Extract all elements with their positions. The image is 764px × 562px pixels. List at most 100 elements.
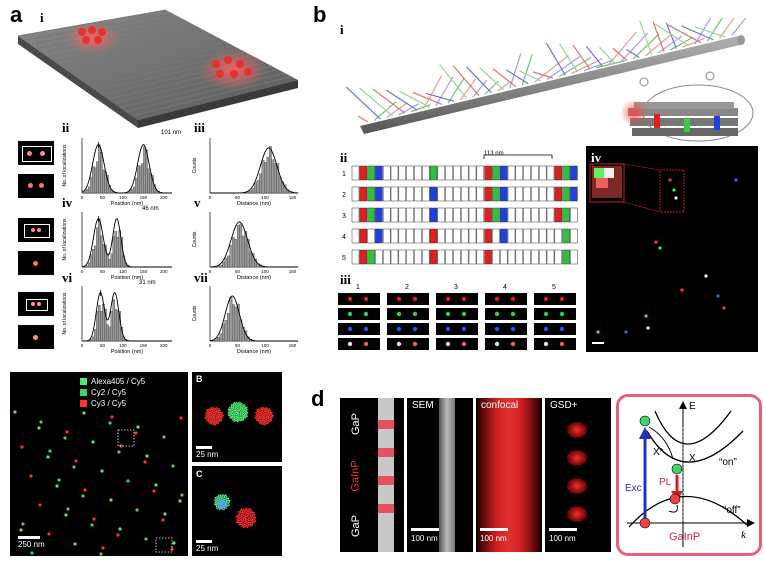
- barcode-cell: [414, 207, 422, 223]
- subb-red-locs: [205, 415, 207, 417]
- subc-green-locs: [228, 504, 230, 506]
- barcode-cell: [570, 207, 578, 223]
- subb-red-locs: [267, 409, 270, 412]
- subb-red-locs: [270, 419, 273, 422]
- spacing-label: 113 nm: [484, 151, 504, 157]
- subc-blue-locs: [219, 507, 222, 510]
- cell-dot: [543, 311, 549, 317]
- subc-green-locs: [219, 494, 222, 497]
- subb-red-locs: [269, 416, 271, 419]
- barcode-row-number: 5: [342, 255, 346, 262]
- subc-red-locs: [248, 514, 250, 516]
- subb-green-locs: [232, 406, 235, 409]
- subb-red-locs: [216, 414, 219, 417]
- subc-red-locs: [246, 515, 249, 518]
- cell-dot: [510, 326, 516, 332]
- a-hist2-bar: [232, 237, 235, 268]
- subb-red-locs: [219, 411, 222, 414]
- subb-red-locs: [209, 419, 212, 422]
- material-label: GaInP: [669, 531, 701, 543]
- subb-green-locs: [235, 419, 237, 422]
- subb-red-locs: [260, 422, 263, 424]
- cell-thumb: [338, 293, 380, 305]
- barcode-cell: [445, 165, 453, 181]
- cell-dot: [412, 341, 418, 347]
- c-localization-dot: [110, 415, 114, 419]
- c-localization-dot: [30, 551, 34, 555]
- c-localization-dot: [90, 523, 94, 527]
- scale-bar-sem: [411, 528, 439, 531]
- cell-thumb: [485, 338, 527, 350]
- subb-green-locs: [239, 405, 242, 408]
- dna-strand: [484, 80, 499, 95]
- subb-red-locs: [217, 417, 220, 420]
- subb-red-locs: [259, 408, 262, 411]
- barcode-cell: [546, 207, 555, 223]
- subb-green-locs: [236, 418, 239, 421]
- nanowire-body: [378, 398, 394, 552]
- barcode-row-number: 1: [342, 171, 346, 178]
- subb-red-locs: [268, 418, 271, 421]
- barcode-cell: [429, 228, 438, 244]
- dna-strand: [422, 75, 443, 110]
- dna-strand: [612, 47, 628, 61]
- cell-dot: [494, 326, 500, 332]
- cell-dot: [559, 296, 565, 302]
- a-hist-bar: [141, 163, 144, 194]
- a-hist2-bar: [229, 245, 233, 268]
- subb-red-locs: [216, 419, 219, 422]
- subb-red-locs: [213, 422, 216, 424]
- subb-red-locs: [256, 415, 259, 418]
- panel-c-main-image: [10, 372, 188, 562]
- cell-dot: [461, 326, 467, 332]
- c-localization-dot: [179, 416, 183, 420]
- subc-red-locs: [246, 522, 248, 525]
- subc-green-locs: [219, 496, 222, 499]
- a-hist2-bar: [222, 261, 225, 268]
- subc-red-locs: [253, 513, 256, 516]
- biv-connector: [623, 201, 661, 213]
- barcode-cell: [437, 228, 446, 244]
- c-localization-dot: [66, 507, 70, 511]
- subb-green-locs: [238, 401, 241, 404]
- barcode-cell: [531, 249, 539, 265]
- subb-green-locs: [235, 413, 237, 416]
- dna-strand: [559, 43, 579, 73]
- subc-green-locs: [227, 499, 230, 501]
- subb-red-locs: [205, 413, 208, 416]
- panel-a-iv-label: iv: [62, 195, 73, 210]
- subc-red-locs: [238, 514, 241, 516]
- c-localization-dot: [19, 528, 23, 532]
- cell-dot: [396, 326, 402, 332]
- barcode-cell: [453, 228, 461, 244]
- subb-red-locs: [266, 408, 269, 411]
- subb-green-locs: [246, 415, 248, 418]
- subb-red-locs: [259, 409, 262, 412]
- subb-red-locs: [257, 419, 260, 422]
- subc-red-locs: [244, 513, 247, 516]
- subb-red-locs: [211, 412, 214, 415]
- subc-red-locs: [251, 513, 254, 516]
- subb-red-locs: [213, 413, 216, 416]
- subb-red-locs: [264, 418, 266, 420]
- a-hist2-bar: [249, 251, 253, 268]
- subb-red-locs: [270, 418, 272, 420]
- multicolor-localization-field: [13, 410, 184, 562]
- cell-thumb: [485, 293, 527, 305]
- subb-green-locs: [242, 410, 245, 413]
- scale-label-c-main: 250 nm: [18, 540, 45, 549]
- label-on: “on”: [719, 457, 737, 468]
- subb-green-locs: [243, 404, 246, 407]
- subc-green-locs: [215, 498, 218, 501]
- subc-green-locs: [221, 495, 223, 498]
- subc-blue-locs: [217, 503, 220, 506]
- subc-red-locs: [243, 510, 246, 513]
- barcode-cell: [562, 186, 570, 202]
- barcode-cell: [523, 165, 531, 181]
- subb-red-locs: [265, 419, 268, 421]
- barcode-cell: [507, 228, 516, 244]
- barcode-cell: [523, 207, 531, 223]
- a-hist2-fit: [210, 147, 299, 194]
- dna-nanotube-illustration: [345, 18, 754, 142]
